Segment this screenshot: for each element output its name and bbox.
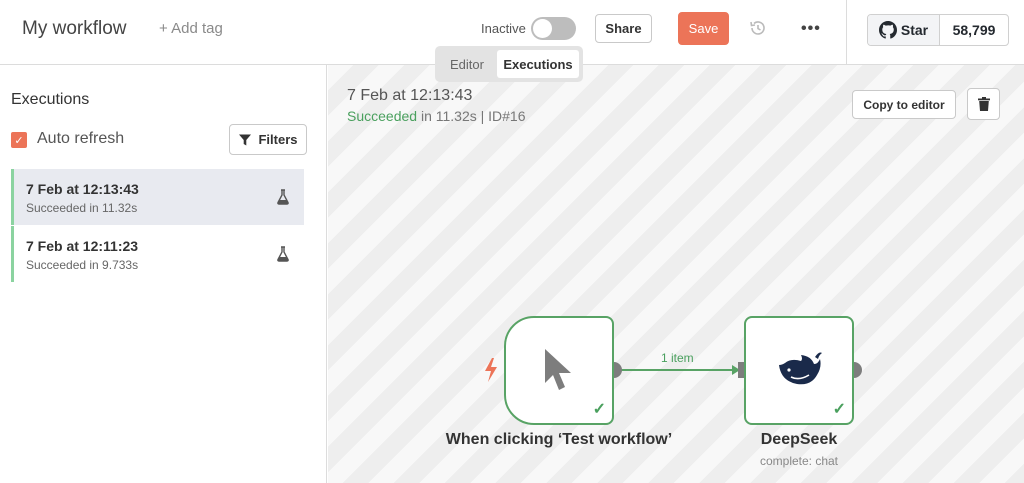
trash-icon xyxy=(977,97,990,111)
deepseek-node-subtitle: complete: chat xyxy=(759,454,839,468)
more-options-icon[interactable]: ••• xyxy=(801,20,821,37)
executions-sidebar: Executions ✓ Auto refresh Filters 7 Feb … xyxy=(0,65,327,483)
save-button[interactable]: Save xyxy=(678,12,729,45)
filter-icon xyxy=(239,134,252,145)
add-tag-link[interactable]: + Add tag xyxy=(159,20,223,37)
execution-canvas[interactable]: 7 Feb at 12:13:43 Succeeded in 11.32s | … xyxy=(328,65,1024,483)
flask-icon xyxy=(277,189,289,205)
flask-icon xyxy=(277,246,289,262)
execution-title: 7 Feb at 12:13:43 xyxy=(347,87,473,104)
lightning-icon xyxy=(485,358,497,382)
github-star-button[interactable]: Star xyxy=(868,15,940,45)
status-word: Succeeded xyxy=(347,108,418,124)
filters-label: Filters xyxy=(258,132,298,147)
tab-editor[interactable]: Editor xyxy=(450,56,484,72)
github-star-label: Star xyxy=(900,22,929,38)
input-handle xyxy=(738,362,746,378)
github-icon xyxy=(878,21,897,39)
tab-executions[interactable]: Executions xyxy=(497,50,579,78)
delete-execution-button[interactable] xyxy=(967,88,1000,120)
connection-arrow xyxy=(732,365,740,375)
status-detail: in 11.32s | ID#16 xyxy=(417,108,526,124)
history-icon[interactable] xyxy=(749,19,767,37)
share-button[interactable]: Share xyxy=(595,14,652,43)
deepseek-node-label: DeepSeek xyxy=(760,431,838,448)
copy-to-editor-button[interactable]: Copy to editor xyxy=(852,90,956,119)
deepseek-node[interactable]: ✓ xyxy=(744,316,854,425)
auto-refresh-checkbox[interactable]: ✓ xyxy=(11,132,27,148)
execution-summary: Succeeded in 11.32s | ID#16 xyxy=(347,108,526,124)
edge-item-count: 1 item xyxy=(661,351,694,365)
sidebar-title: Executions xyxy=(11,91,90,108)
execution-status: Succeeded in 9.733s xyxy=(26,258,139,272)
cursor-icon xyxy=(545,349,571,390)
trigger-node-label: When clicking ‘Test workflow’ xyxy=(445,431,673,448)
toggle-knob xyxy=(533,19,552,38)
execution-list-item[interactable]: 7 Feb at 12:11:23 Succeeded in 9.733s xyxy=(11,226,304,282)
active-state-label: Inactive xyxy=(481,21,526,36)
workflow-name[interactable]: My workflow xyxy=(22,18,127,39)
connections-layer xyxy=(606,362,862,378)
view-tabs: Editor Executions xyxy=(435,46,583,82)
active-toggle[interactable] xyxy=(531,17,576,40)
execution-time: 7 Feb at 12:13:43 xyxy=(26,181,139,197)
execution-list-item[interactable]: 7 Feb at 12:13:43 Succeeded in 11.32s xyxy=(11,169,304,225)
check-icon: ✓ xyxy=(592,401,606,418)
filters-button[interactable]: Filters xyxy=(229,124,307,155)
execution-status: Succeeded in 11.32s xyxy=(26,201,138,215)
check-icon: ✓ xyxy=(832,401,846,418)
github-star-count[interactable]: 58,799 xyxy=(952,22,996,38)
divider xyxy=(846,0,847,65)
github-star-widget[interactable]: Star 58,799 xyxy=(867,14,1009,46)
execution-time: 7 Feb at 12:11:23 xyxy=(26,238,139,254)
auto-refresh-label[interactable]: Auto refresh xyxy=(37,130,125,147)
deepseek-whale-icon xyxy=(779,352,822,385)
trigger-node[interactable]: ✓ xyxy=(504,316,614,425)
